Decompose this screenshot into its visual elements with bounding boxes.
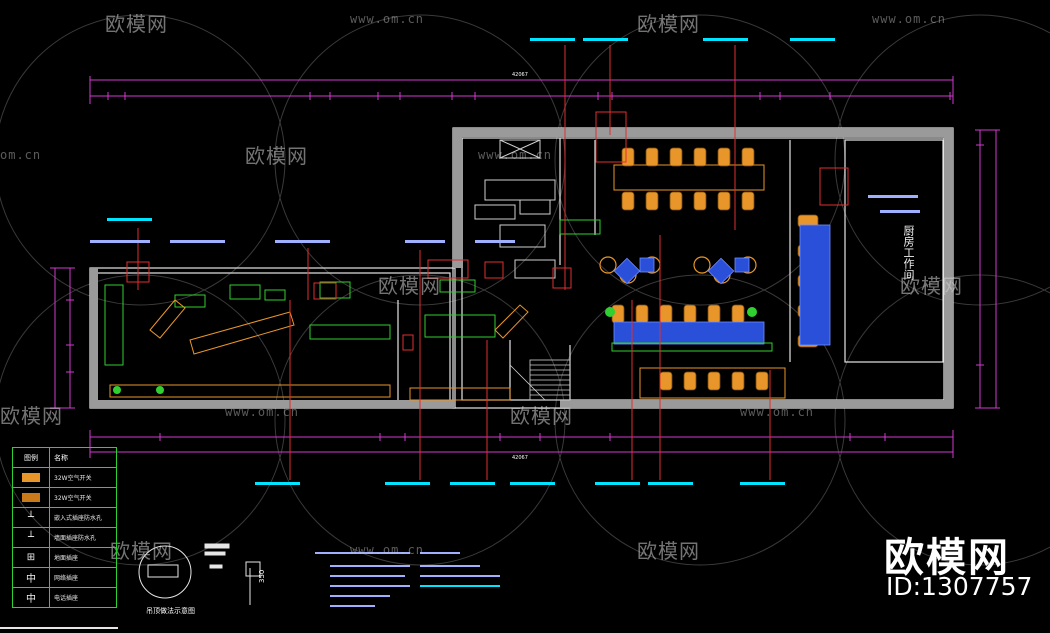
floor-socket-symbol-icon: ⊞ <box>13 548 50 567</box>
watermark-text: 欧模网 <box>637 12 700 36</box>
legend-row: 中 电话插座 <box>13 588 116 607</box>
orange-swatch-icon <box>13 468 50 487</box>
watermark-url: www.om.cn <box>740 405 815 419</box>
legend-header: 图例 名称 <box>13 448 116 468</box>
watermark-url: www.om.cn <box>872 12 947 26</box>
legend-row-name: 32W空气开关 <box>54 495 92 502</box>
small-annotations <box>90 195 920 243</box>
counters <box>104 219 773 366</box>
brand-id: ID:1307757 <box>886 572 1033 601</box>
legend-row-name: 墙面插座防水孔 <box>54 535 97 542</box>
watermark-text: 欧模网 <box>105 12 168 36</box>
watermark-url: om.cn <box>0 148 42 162</box>
watermark-text: 欧模网 <box>510 404 573 428</box>
left-dimension-chain <box>50 267 75 409</box>
ceiling-detail-symbol <box>138 543 261 605</box>
legend-row: ⊞ 地面插座 <box>13 548 116 568</box>
top-dimension-chain <box>89 76 954 104</box>
legend-header-symbol: 图例 <box>13 448 50 467</box>
legend-row: ┴ 嵌入式插座防水孔 <box>13 508 116 528</box>
legend-row-name: 地面插座 <box>54 555 79 562</box>
legend-row: 32W空气开关 <box>13 488 116 508</box>
watermark-text: 欧模网 <box>245 144 308 168</box>
socket-symbol-icon: ┴ <box>13 528 50 547</box>
network-symbol-icon: 中 <box>13 568 50 587</box>
watermark-text: 欧模网 <box>900 274 963 298</box>
booth-seating <box>109 164 786 401</box>
watermark-text: 欧模网 <box>0 404 63 428</box>
top-total-dimension: 42067 <box>512 72 528 78</box>
phone-symbol-icon: 中 <box>13 588 50 607</box>
kitchen-equipment <box>474 139 556 279</box>
watermark-url: www.om.cn <box>225 405 300 419</box>
legend-row-name: 嵌入式插座防水孔 <box>54 515 103 522</box>
brand-logo-text: 欧模网 <box>884 535 1010 581</box>
watermark-url: www.om.cn <box>350 12 425 26</box>
callout-bars <box>107 38 835 485</box>
bottom-total-dimension: 42067 <box>512 455 528 461</box>
bottom-dimension-chain <box>89 430 954 458</box>
watermark-url: www.om.cn <box>478 148 553 162</box>
socket-symbol-icon: ┴ <box>13 508 50 527</box>
legend-row: 中 网络插座 <box>13 568 116 588</box>
right-dimension-chain <box>975 129 1000 409</box>
staircase <box>509 359 571 401</box>
watermark-url: www.om.cn <box>350 543 425 557</box>
scale-bar <box>0 627 118 629</box>
legend-table: 图例 名称 32W空气开关 32W空气开关 ┴ 嵌入式插座防水孔 ┴ 墙面插座防… <box>12 447 117 608</box>
watermark-text: 欧模网 <box>637 539 700 563</box>
legend-header-name: 名称 <box>54 453 68 462</box>
square-tables <box>613 224 831 346</box>
section-dimension: 350 <box>258 569 266 583</box>
leader-lines <box>126 45 849 480</box>
watermark-text: 欧模网 <box>378 274 441 298</box>
legend-row-name: 网络插座 <box>54 575 79 582</box>
notes-block <box>315 552 500 607</box>
diagonal-bar-counter <box>149 299 529 355</box>
orange-swatch-icon <box>13 488 50 507</box>
legend-row-name: 32W空气开关 <box>54 475 92 482</box>
detail-caption: 吊顶做法示意图 <box>146 607 195 615</box>
kitchen-room-label: 厨房工作间 <box>902 225 915 280</box>
legend-row: 32W空气开关 <box>13 468 116 488</box>
wall-blocks <box>90 128 953 408</box>
legend-row-name: 电话插座 <box>54 595 79 602</box>
legend-row: ┴ 墙面插座防水孔 <box>13 528 116 548</box>
watermark-text: 欧模网 <box>110 539 173 563</box>
plants <box>113 307 757 394</box>
